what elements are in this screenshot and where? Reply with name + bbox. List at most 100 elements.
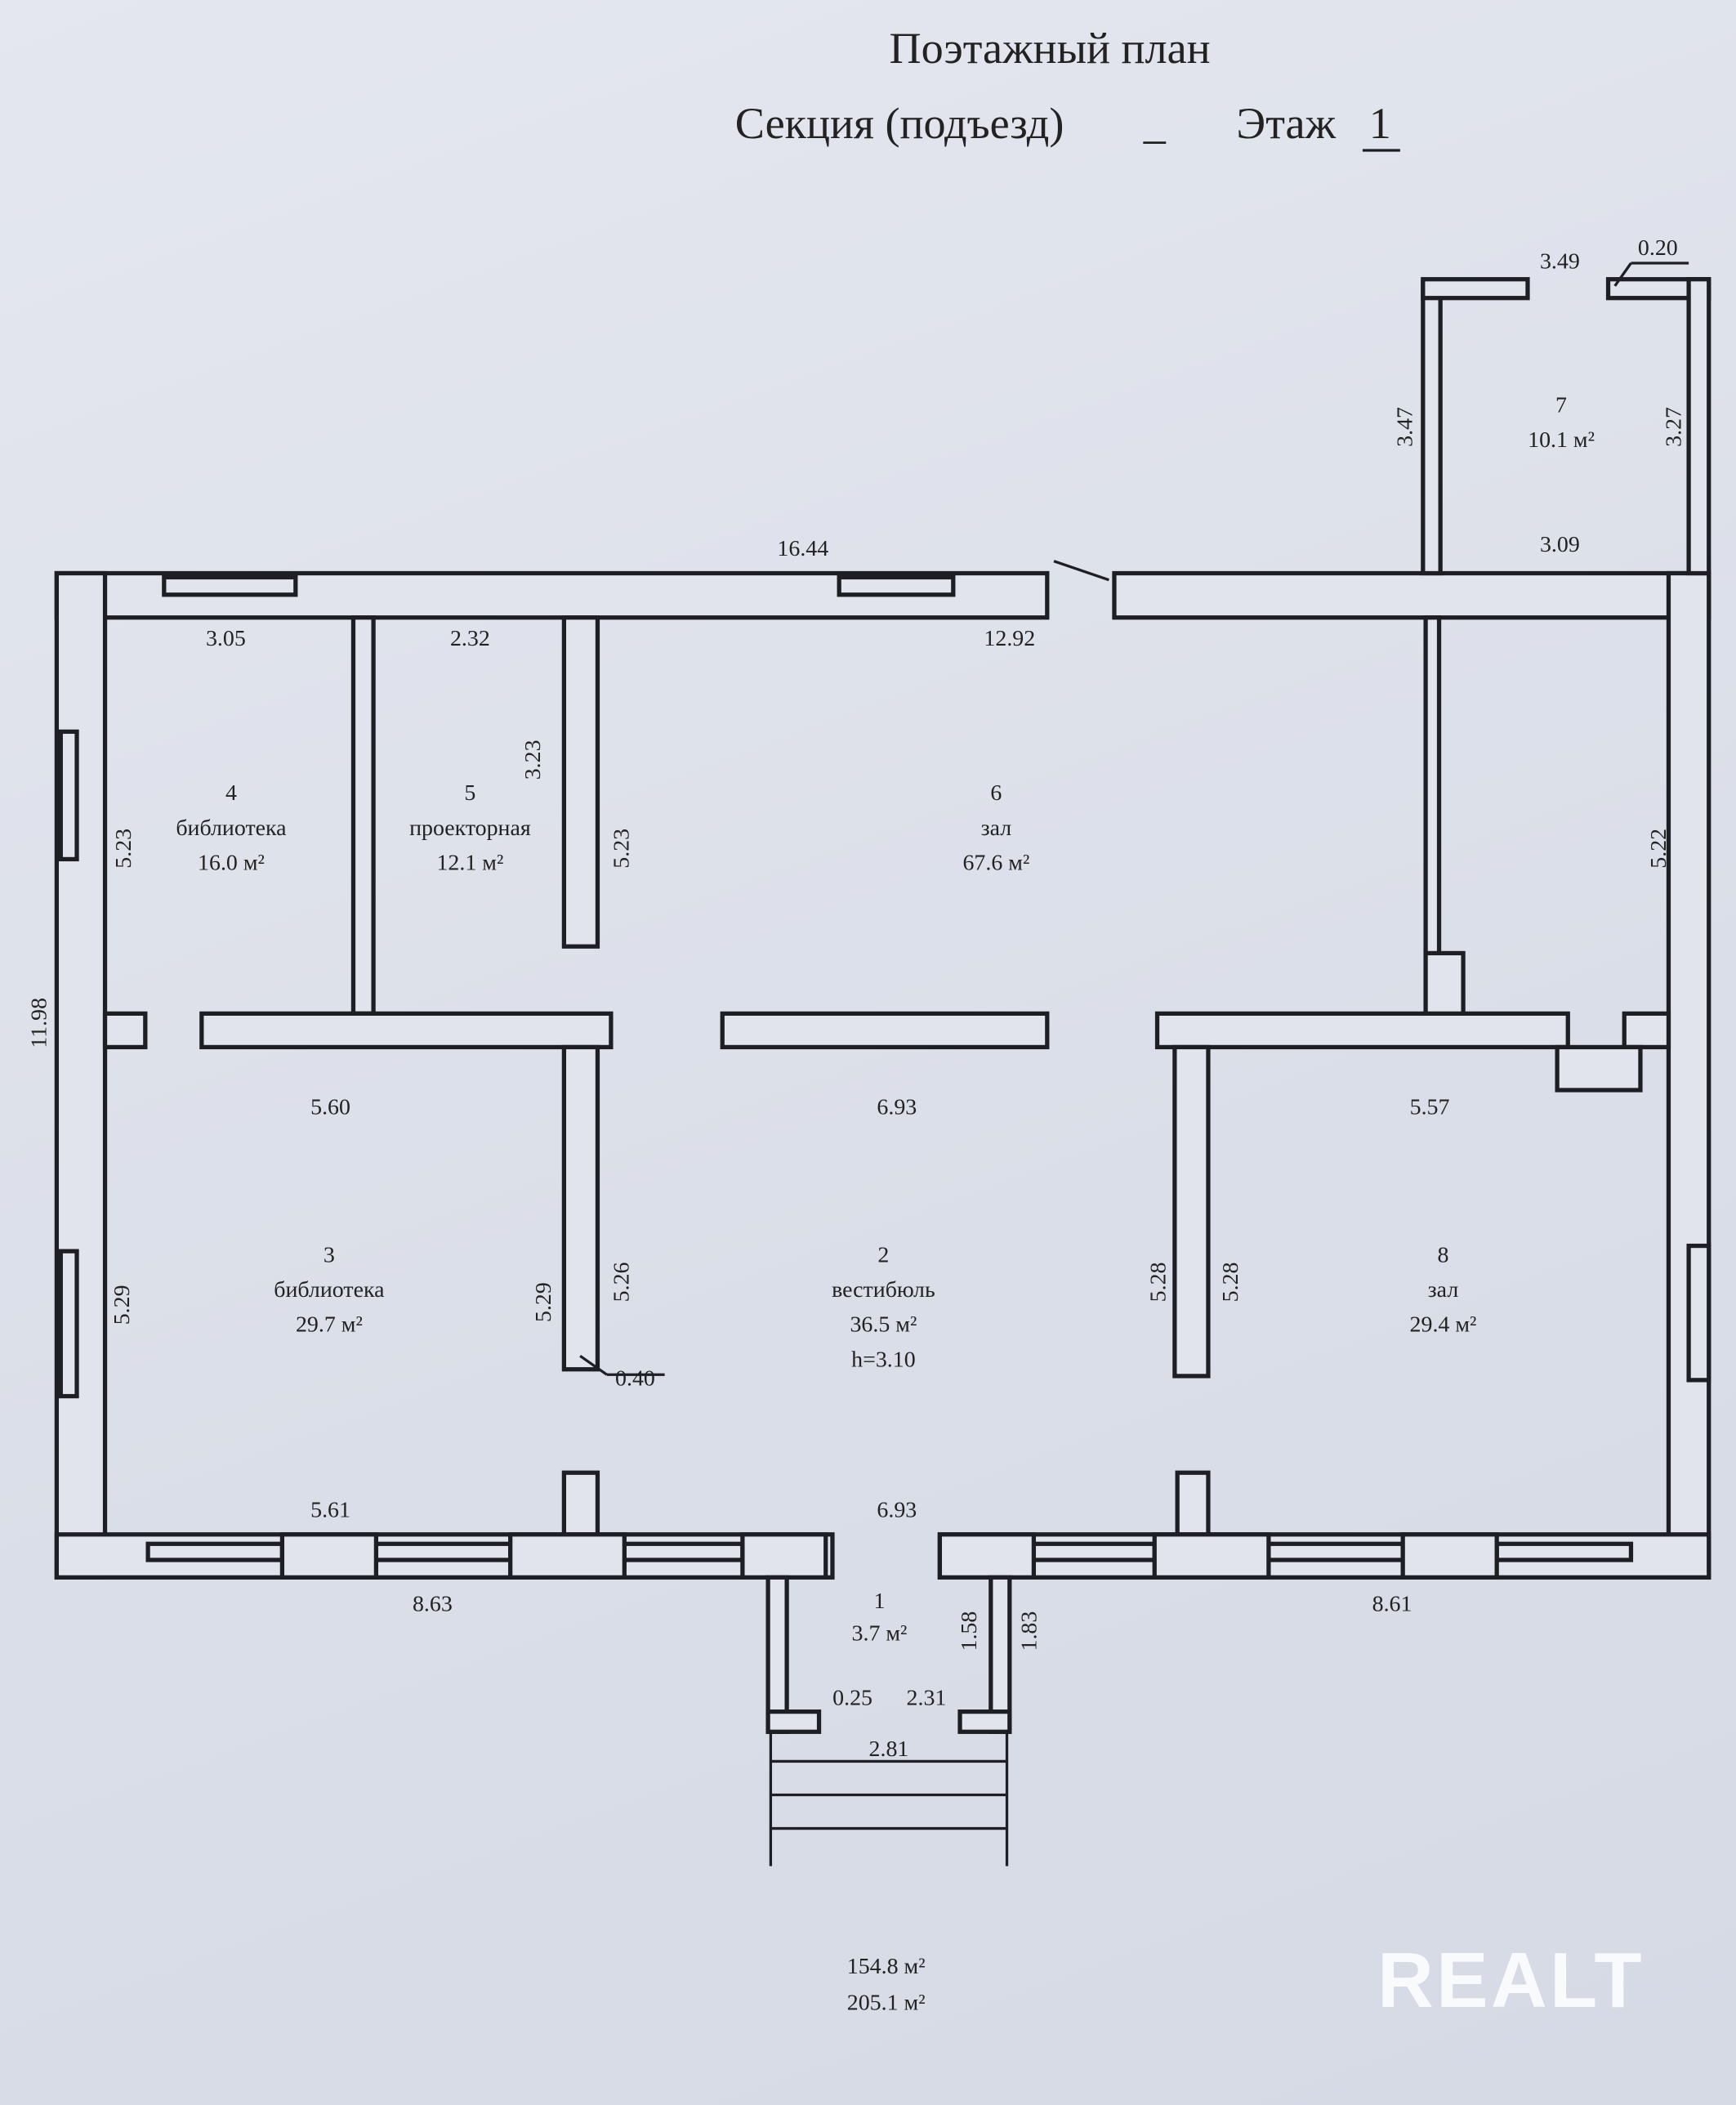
door-mark [1053, 560, 1109, 582]
dim: 3.09 [1540, 532, 1580, 557]
window [373, 1541, 513, 1562]
room-6-name: зал [981, 816, 1012, 841]
dim: 6.93 [877, 1095, 917, 1120]
total-living-area: 154.8 м² [847, 1954, 926, 1979]
pillar [279, 1532, 379, 1580]
wall-h-right [1154, 1011, 1570, 1050]
room-8-name: зал [1428, 1277, 1459, 1303]
total-area: 205.1 м² [847, 1990, 926, 2015]
room-4-area: 16.0 м² [198, 851, 265, 876]
room-3-name: библиотека [274, 1277, 384, 1303]
pillar [937, 1532, 1037, 1580]
wall-h-left [199, 1011, 614, 1050]
room-8-number: 8 [1437, 1242, 1448, 1267]
window [837, 574, 956, 597]
dim: 8.63 [413, 1591, 453, 1616]
walls [54, 277, 1711, 1866]
dim: 3.27 [1661, 407, 1686, 447]
dim: 5.23 [111, 829, 136, 869]
section-label: Секция (подъезд) [735, 99, 1064, 148]
dim: 3.47 [1393, 407, 1418, 447]
wall-r2-r8 [1172, 1044, 1211, 1379]
wall-r3-r2 [561, 1044, 600, 1372]
dim: 5.61 [310, 1497, 350, 1522]
window [1494, 1541, 1634, 1562]
room-2-number: 2 [877, 1242, 889, 1267]
dimension-labels: 16.44 3.05 2.32 12.92 3.49 0.20 3.09 3.4… [26, 235, 1689, 1762]
room-3-area: 29.7 м² [296, 1312, 363, 1338]
room-5-number: 5 [464, 780, 475, 806]
pillar [1152, 1532, 1271, 1580]
room-2-name: вестибюль [832, 1277, 935, 1303]
realt-watermark-logo: REALT [1377, 1937, 1645, 2024]
wall-stub [561, 1470, 600, 1537]
dim: 1.58 [957, 1611, 982, 1651]
room-1-area: 3.7 м² [852, 1621, 908, 1647]
wall-top-right [1112, 570, 1711, 620]
wall-r1-left [765, 1575, 789, 1734]
plan-title: Поэтажный план [890, 24, 1211, 73]
dim: 5.22 [1646, 829, 1671, 869]
wall-r1-left-foot [765, 1709, 822, 1734]
dim: 0.40 [615, 1365, 655, 1391]
room-7-number: 7 [1555, 392, 1567, 418]
dim: 12.92 [984, 626, 1035, 651]
window [1031, 1541, 1157, 1562]
dim: 0.25 [832, 1685, 872, 1710]
room-3-number: 3 [324, 1242, 335, 1267]
wall-stub [1622, 1011, 1671, 1050]
room-2-height: h=3.10 [851, 1347, 916, 1372]
dim: 1.83 [1017, 1611, 1042, 1651]
dim: 3.23 [520, 740, 546, 780]
room-labels: 1 3.7 м² 2 вестибюль 36.5 м² h=3.10 3 би… [176, 392, 1595, 1646]
window [622, 1541, 745, 1562]
wall-r7-left [1421, 279, 1443, 576]
dim: 6.93 [877, 1497, 917, 1522]
dim: 5.23 [609, 829, 634, 869]
leader-line [1613, 262, 1632, 287]
wall-h-mid [720, 1011, 1050, 1050]
window [162, 574, 298, 597]
room-6-area: 67.6 м² [962, 851, 1029, 876]
dim: 5.26 [609, 1262, 634, 1302]
dim: 5.28 [1218, 1263, 1243, 1303]
dim: 3.49 [1540, 249, 1580, 275]
dim: 2.81 [869, 1736, 909, 1762]
section-value: _ [1143, 99, 1167, 148]
window [1266, 1541, 1405, 1562]
dim: 5.29 [531, 1282, 556, 1322]
wall-r5-r6 [561, 615, 600, 949]
room-5-name: проекторная [409, 816, 531, 841]
dim: 2.32 [450, 626, 490, 651]
wall-right [1666, 570, 1711, 1580]
chimney [1555, 1044, 1643, 1093]
leader-line [579, 1354, 608, 1376]
wall-r1-right [988, 1575, 1012, 1734]
room-8-area: 29.4 м² [1410, 1312, 1477, 1338]
dim: 5.28 [1145, 1263, 1171, 1303]
room-5-area: 12.1 м² [436, 851, 503, 876]
floor-label: Этаж [1236, 99, 1336, 148]
partition-r6 [1423, 950, 1466, 1016]
dim: 0.20 [1638, 235, 1678, 261]
room-7-area: 10.1 м² [1528, 427, 1595, 453]
dim: 3.05 [206, 626, 246, 651]
dim: 5.57 [1410, 1095, 1450, 1120]
wall-r4-r5 [350, 615, 376, 1016]
room-2-area: 36.5 м² [850, 1312, 917, 1338]
dim: 8.61 [1372, 1591, 1412, 1616]
dim: 2.31 [907, 1685, 947, 1710]
window [1686, 1243, 1711, 1383]
pillar [740, 1532, 828, 1580]
room-4-number: 4 [225, 780, 237, 806]
pillar [508, 1532, 627, 1580]
window [145, 1541, 285, 1562]
wall-r7-top [1421, 277, 1530, 301]
room-1-number: 1 [873, 1589, 885, 1614]
steps [769, 1732, 1009, 1866]
room-6-number: 6 [990, 780, 1002, 806]
room-4-name: библиотека [176, 816, 286, 841]
dim: 16.44 [777, 536, 828, 561]
